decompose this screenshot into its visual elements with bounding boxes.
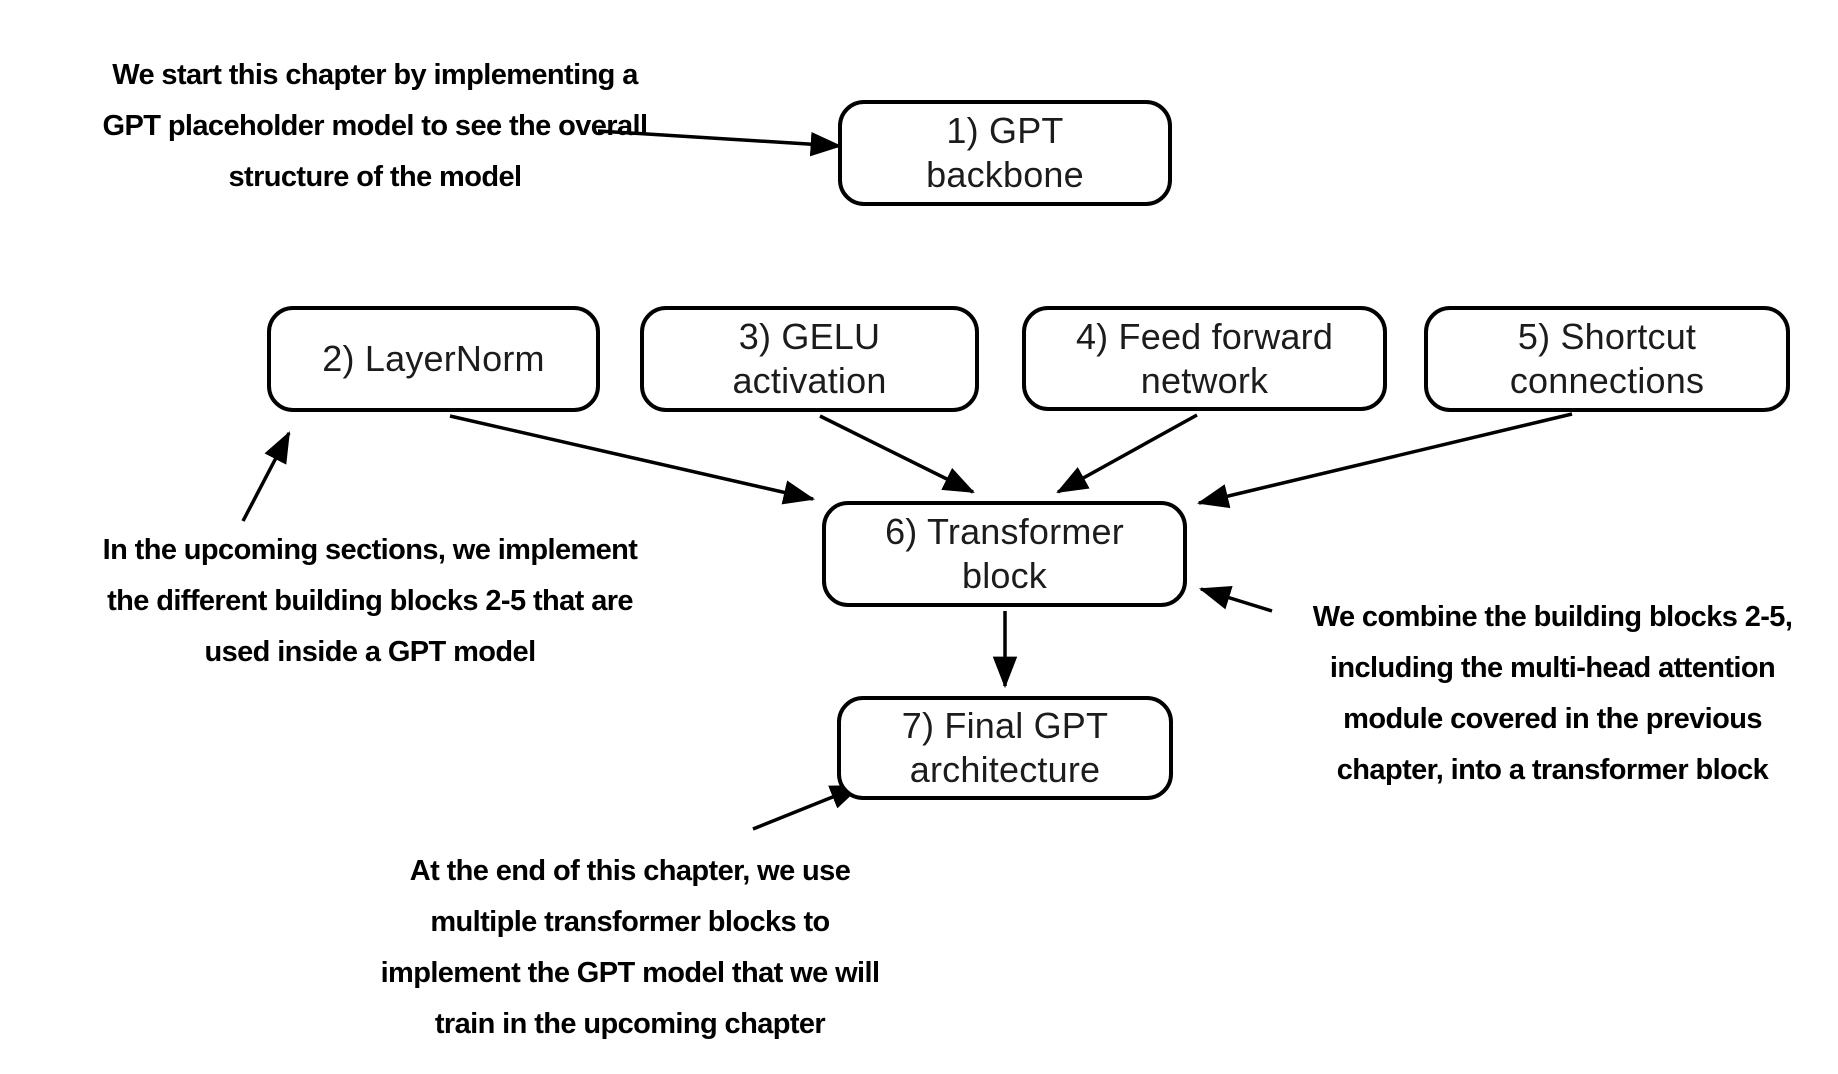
annotation-line: including the multi-head attention (1329, 652, 1776, 684)
arrow-note-building-to-box2 (241, 431, 291, 522)
box-gelu-activation: 3) GELU activation (640, 306, 979, 412)
box-label-line: 4) Feed forward (1075, 315, 1334, 357)
annotation-line: GPT placeholder model to see the overall (102, 110, 648, 142)
box-label-line: connections (1509, 360, 1705, 401)
arrow-box5-to-box6 (1196, 412, 1573, 509)
annotation-line: We combine the building blocks 2-5, (1312, 601, 1793, 633)
box-final-gpt-architecture: 7) Final GPT architecture (837, 696, 1173, 800)
annotation-end-chapter: At the end of this chapter, we use multi… (380, 846, 880, 1050)
annotation-line: structure of the model (228, 161, 523, 193)
arrow-box3-to-box6 (819, 414, 975, 494)
box-label-line: 3) GELU (738, 316, 881, 358)
arrow-box4-to-box6 (1056, 413, 1198, 494)
box-label-line: backbone (926, 154, 1084, 195)
arrow-note-start-to-box1 (597, 129, 843, 157)
box-label-line: 6) Transformer (885, 511, 1124, 553)
box-transformer-block: 6) Transformer block (822, 501, 1187, 607)
annotation-line: multiple transformer blocks to (430, 906, 830, 938)
annotation-line: implement the GPT model that we will (380, 957, 880, 989)
box-label-line: 1) GPT (946, 110, 1064, 152)
annotation-line: At the end of this chapter, we use (409, 855, 851, 887)
box-feed-forward-network: 4) Feed forward network (1022, 306, 1387, 411)
box-shortcut-connections: 5) Shortcut connections (1424, 306, 1790, 412)
annotation-combine-blocks: We combine the building blocks 2-5, incl… (1280, 592, 1825, 796)
box-label-line: 5) Shortcut (1517, 316, 1697, 358)
box-label-line: activation (732, 360, 887, 401)
arrow-box2-to-box6 (449, 414, 816, 505)
annotation-line: used inside a GPT model (204, 636, 536, 668)
annotation-building-blocks: In the upcoming sections, we implement t… (60, 525, 680, 678)
box-label-line: network (1140, 359, 1269, 401)
box-layernorm: 2) LayerNorm (267, 306, 600, 412)
annotation-line: chapter, into a transformer block (1336, 754, 1769, 786)
arrow-note-combine-to-box6 (1198, 586, 1273, 613)
box-label-line: 7) Final GPT (901, 705, 1109, 747)
box-label-line: 2) LayerNorm (322, 338, 545, 380)
annotation-line: train in the upcoming chapter (434, 1008, 826, 1040)
annotation-line: We start this chapter by implementing a (112, 59, 638, 91)
annotation-line: the different building blocks 2-5 that a… (107, 585, 633, 617)
box-label-line: architecture (909, 749, 1101, 790)
arrow-note-end-to-box7 (752, 784, 862, 831)
box-gpt-backbone: 1) GPT backbone (838, 100, 1172, 206)
annotation-start-chapter: We start this chapter by implementing a … (85, 50, 665, 203)
box-label-line: block (961, 555, 1048, 596)
annotation-line: module covered in the previous (1343, 703, 1762, 735)
annotation-line: In the upcoming sections, we implement (102, 534, 638, 566)
